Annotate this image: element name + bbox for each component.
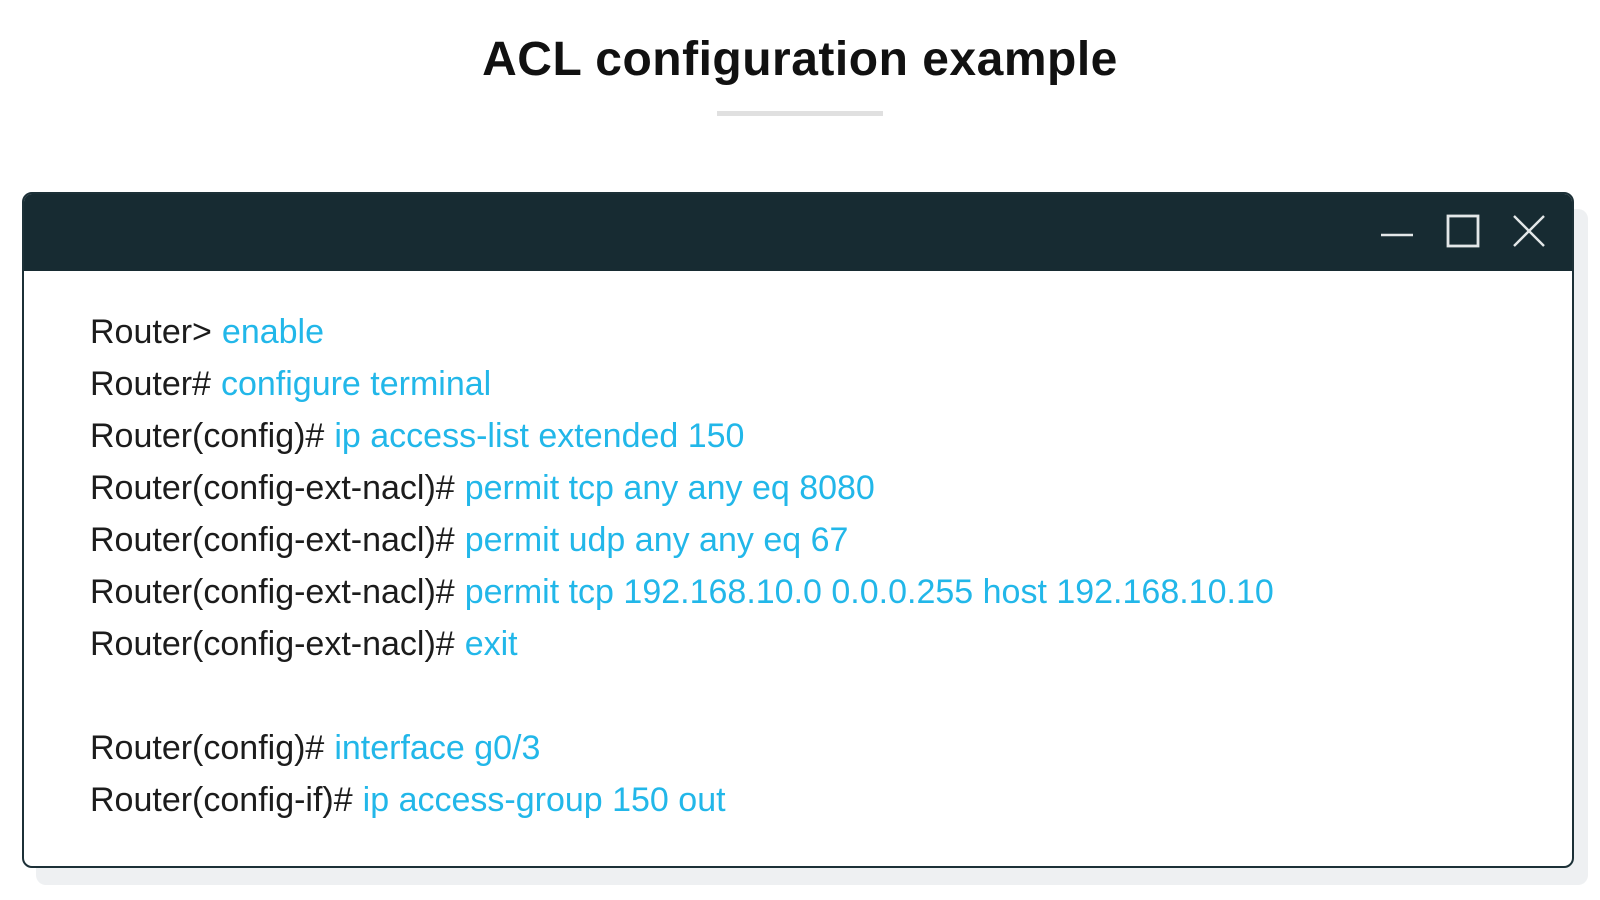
title-divider	[717, 111, 883, 116]
maximize-icon	[1446, 214, 1480, 251]
terminal-line: Router(config-ext-nacl)#permit udp any a…	[90, 514, 1542, 566]
terminal-window: Router>enable Router#configure terminal …	[22, 192, 1574, 868]
terminal-line: Router>enable	[90, 306, 1542, 358]
terminal-output: Router>enable Router#configure terminal …	[24, 271, 1572, 826]
terminal-line: Router(config-ext-nacl)#permit tcp 192.1…	[90, 566, 1542, 618]
prompt-text: Router(config-ext-nacl)#	[90, 469, 455, 507]
prompt-text: Router(config-ext-nacl)#	[90, 521, 455, 559]
prompt-text: Router(config)#	[90, 729, 325, 767]
minimize-button[interactable]	[1380, 216, 1414, 250]
command-text: interface g0/3	[334, 729, 541, 767]
command-text: permit udp any any eq 67	[464, 521, 849, 559]
close-button[interactable]	[1512, 214, 1546, 251]
prompt-text: Router#	[90, 365, 211, 403]
command-text: ip access-group 150 out	[362, 781, 726, 819]
prompt-text: Router>	[90, 313, 212, 351]
terminal-line: Router(config-ext-nacl)#exit	[90, 618, 1542, 670]
terminal-line: Router(config)#interface g0/3	[90, 722, 1542, 774]
prompt-text: Router(config-ext-nacl)#	[90, 573, 455, 611]
command-text: exit	[464, 625, 518, 663]
prompt-text: Router(config-ext-nacl)#	[90, 625, 455, 663]
prompt-text: Router(config-if)#	[90, 781, 353, 819]
window-titlebar	[24, 194, 1572, 271]
command-text: configure terminal	[220, 365, 492, 403]
maximize-button[interactable]	[1446, 214, 1480, 251]
command-text: permit tcp 192.168.10.0 0.0.0.255 host 1…	[464, 573, 1274, 611]
window-controls	[1380, 214, 1546, 251]
terminal-line: Router(config)#ip access-list extended 1…	[90, 410, 1542, 462]
minimize-icon	[1380, 214, 1414, 251]
terminal-line: Router#configure terminal	[90, 358, 1542, 410]
page-title: ACL configuration example	[482, 33, 1118, 86]
prompt-text: Router(config)#	[90, 417, 325, 455]
terminal-blank-line	[90, 670, 1542, 722]
command-text: enable	[221, 313, 325, 351]
terminal-line: Router(config-ext-nacl)#permit tcp any a…	[90, 462, 1542, 514]
terminal-line: Router(config-if)#ip access-group 150 ou…	[90, 774, 1542, 826]
command-text: permit tcp any any eq 8080	[464, 469, 875, 507]
command-text: ip access-list extended 150	[334, 417, 745, 455]
close-icon	[1512, 214, 1546, 251]
